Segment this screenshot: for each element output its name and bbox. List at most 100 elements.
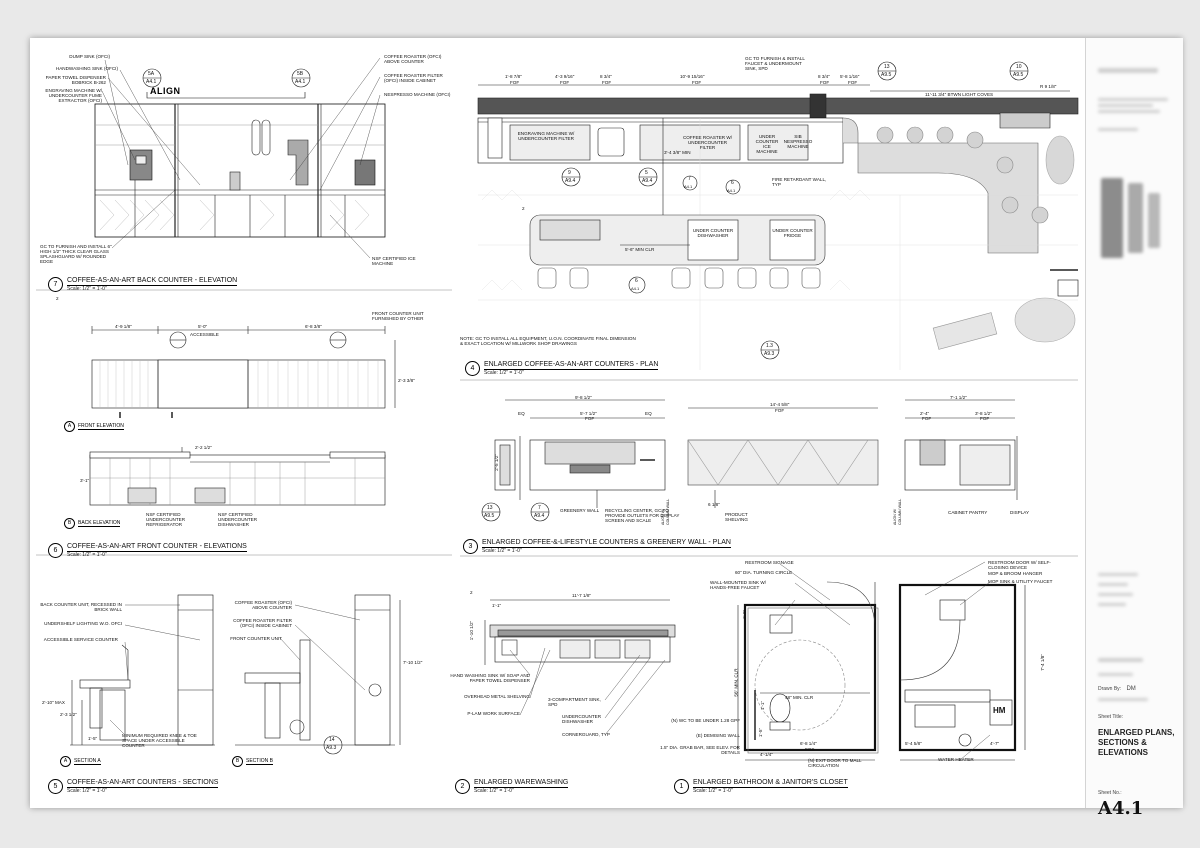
d7-title-block: 7 COFFEE-AS-AN-ART BACK COUNTER - ELEVAT…	[48, 277, 238, 292]
d2-note-shelving: OVERHEAD METAL SHELVING	[463, 694, 530, 699]
d6-dim3: 6'-8 3/8"	[305, 324, 322, 329]
d1-dim-11: 1'-5"	[758, 727, 764, 738]
d4-dim-sub-5: FOF	[820, 80, 830, 85]
d4-dim-sub-1: FOF	[510, 80, 520, 85]
d5-note-front-unit: FRONT COUNTER UNIT	[230, 636, 282, 641]
d3-tag-1: 13	[487, 505, 493, 511]
d5-note-back-counter: BACK COUNTER UNIT, RECESSED IN BRICK WAL…	[40, 602, 122, 612]
d7-align-label: ALIGN	[150, 86, 181, 96]
tb-drawn-by-label: Drawn By:	[1098, 686, 1122, 692]
d4-label-ice: UNDER COUNTER ICE MACHINE	[755, 134, 779, 154]
d3-dim-2: 5'-7 1/2"	[580, 411, 597, 416]
d4-label-dishwasher: UNDER COUNTER DISHWASHER	[692, 228, 734, 238]
d5-tag-sheet: A9.3	[326, 745, 337, 751]
d2-note-dishwasher: UNDERCOUNTER DISHWASHER	[562, 714, 602, 724]
d5-note-knee-space: MINIMUM REQUIRED KNEE & TOE SPACE UNDER …	[122, 733, 197, 748]
d6-note-unit: FRONT COUNTER UNIT FURNISHED BY OTHER	[372, 311, 424, 321]
d1-dim-2: 56" MIN. CLR	[733, 668, 739, 697]
d4-two: 2	[522, 206, 525, 211]
d7-note-ice-machine: NSF CERTIFIED ICE MACHINE	[372, 256, 416, 266]
d4-general-note: NOTE: GC TO INSTALL ALL EQUIPMENT, U.O.N…	[460, 336, 636, 346]
d2-note-cornerguard: CORNERGUARD, TYP	[562, 732, 610, 737]
d1-note-exit-door: (N) EXIT DOOR TO MALL CIRCULATION	[808, 758, 862, 768]
d4-tag-4-sheet: A4.1	[727, 188, 736, 193]
d4-clr-2: 3'-4 3/8" MIN	[664, 150, 691, 155]
d7-note-handwashing-sink: HANDWASHING SINK (OFCI)	[55, 66, 118, 71]
d6-sub-front-letter: A	[64, 421, 75, 432]
d1-hm-label: HM	[993, 706, 1006, 715]
d4-dim-sub-6: FOF	[848, 80, 858, 85]
tb-sheet-title-label: Sheet Title:	[1098, 714, 1124, 720]
d3-tag-1-sheet: A9.5	[484, 513, 495, 519]
d3-title: ENLARGED COFFEE-&-LIFESTYLE COUNTERS & G…	[482, 539, 731, 548]
d5-sub-a-letter: A	[60, 756, 71, 767]
d1-title: ENLARGED BATHROOM & JANITOR'S CLOSET	[693, 779, 848, 788]
d4-dim-5: 8 3/4"	[818, 74, 830, 79]
d4-tag-6-sheet: A9.5	[881, 72, 892, 78]
d3-dim-7: 2'-5 1/2"	[493, 454, 499, 471]
d7-tag2: 5B	[297, 71, 304, 77]
d4-note-gc: GC TO FURNISH & INSTALL FAUCET & UNDERMO…	[745, 56, 805, 71]
d1-dim-8: 7'-4 1/8"	[1039, 654, 1045, 671]
d2-number: 2	[455, 779, 470, 794]
d5-title-block: 5 COFFEE-AS-AN-ART COUNTERS - SECTIONS S…	[48, 779, 219, 794]
d5-sub-a-label: SECTION A	[74, 758, 101, 765]
d6-sub-back-letter: B	[64, 518, 75, 529]
d3-dim-sub-2: FOF	[775, 408, 785, 413]
d1-bathroom-plan	[737, 561, 1026, 761]
d2-dim-3: 1'-10 1/2"	[469, 620, 475, 641]
tb-sheet-no: A4.1	[1098, 798, 1144, 819]
d3-number: 3	[463, 539, 478, 554]
d6-note-dishwasher: NSF CERTIFIED UNDERCOUNTER DISHWASHER	[218, 512, 258, 527]
d6-dim-v: 3'-1"	[80, 478, 90, 483]
d1-note-demising: (E) DEMISING WALL	[696, 733, 740, 738]
tb-sheet-title: ENLARGED PLANS, SECTIONS & ELEVATIONS	[1098, 728, 1175, 757]
d5-sub-b-label: SECTION B	[246, 758, 273, 765]
d4-tag-5: 6	[635, 278, 638, 284]
d2-title-block: 2 ENLARGED WAREWASHING Scale: 1/2" = 1'-…	[455, 779, 569, 794]
d3-align-right: ALIGN W/ COLUMN WALL	[893, 498, 902, 525]
d4-tag-3-sheet: A4.1	[684, 184, 693, 189]
d1-note-sink: WALL-MOUNTED SINK W/ HANDS-FREE FAUCET	[710, 580, 766, 590]
d3-note-greenery: GREENERY WALL	[560, 508, 600, 513]
d6-note-fridge: NSF CERTIFIED UNDERCOUNTER REFRIGERATOR	[146, 512, 186, 527]
d4-number: 4	[465, 361, 480, 376]
d7-tag2-sheet: A4.1	[295, 79, 306, 85]
d4-tag-4: 6	[731, 180, 734, 186]
title-block: Drawn By: DM Sheet Title: ENLARGED PLANS…	[1085, 38, 1183, 819]
d1-note-water-heater: WATER HEATER	[938, 757, 974, 762]
d4-dim-6: 5'-8 1/16"	[840, 74, 860, 79]
d5-note-roaster: COFFEE ROASTER (OFCI) ABOVE COUNTER	[234, 600, 292, 610]
d4-label-nespresso: SIB NESPRESSO MACHINE	[783, 134, 813, 149]
d1-dim-7: 4'-7"	[990, 741, 1000, 746]
d4-tag-7: 10	[1016, 64, 1022, 70]
d7-tag1: 5A	[148, 71, 155, 77]
d4-note-fire: FIRE RETARDANT WALL, TYP	[772, 177, 827, 187]
d6-dim1: 4'-9 1/8"	[115, 324, 132, 329]
d3-dim-5: 2'-4"	[920, 411, 930, 416]
d1-dim-9: 1'-9"	[742, 609, 748, 620]
d2-note-worksurface: P-LAM WORK SURFACE	[467, 711, 520, 716]
d6-sub-front-label: FRONT ELEVATION	[78, 423, 124, 430]
d3-note-recycling: RECYCLING CENTER, GC TO PROVIDE OUTLETS …	[605, 508, 680, 523]
d7-note-roaster: COFFEE ROASTER (OFCI) ABOVE COUNTER	[384, 54, 442, 64]
d5-tag-num: 14	[329, 737, 335, 743]
d6-dim-h: 2'-3 3/8"	[398, 378, 415, 383]
d4-tag-2-sheet: A9.4	[642, 178, 653, 184]
d2-dim-1: 11'-7 1/8"	[572, 593, 592, 598]
d2-warewashing-plan	[484, 599, 676, 736]
d6-sub-back-label: BACK ELEVATION	[78, 520, 121, 527]
d5-note-service-counter: ACCESSIBLE SERVICE COUNTER	[43, 637, 118, 642]
d1-note-mop-sink: MOP SINK & UTILITY FAUCET	[988, 579, 1053, 584]
d4-dim-sub-2: FOF	[560, 80, 570, 85]
d4-dim-4: 10'-9 15/16"	[680, 74, 705, 79]
d2-title: ENLARGED WAREWASHING	[474, 779, 569, 788]
d4-label-roaster: COFFEE ROASTER W/ UNDERCOUNTER FILTER	[682, 135, 732, 150]
tb-drawn-by: Drawn By: DM	[1098, 686, 1136, 692]
d4-tag-1: 9	[568, 170, 571, 176]
d2-dim-2: 1'-1"	[492, 603, 502, 608]
d7-number: 7	[48, 277, 63, 292]
d5-number: 5	[48, 779, 63, 794]
d3-tag-2-sheet: A9.4	[534, 513, 545, 519]
d6-title: COFFEE-AS-AN-ART FRONT COUNTER - ELEVATI…	[67, 543, 247, 552]
